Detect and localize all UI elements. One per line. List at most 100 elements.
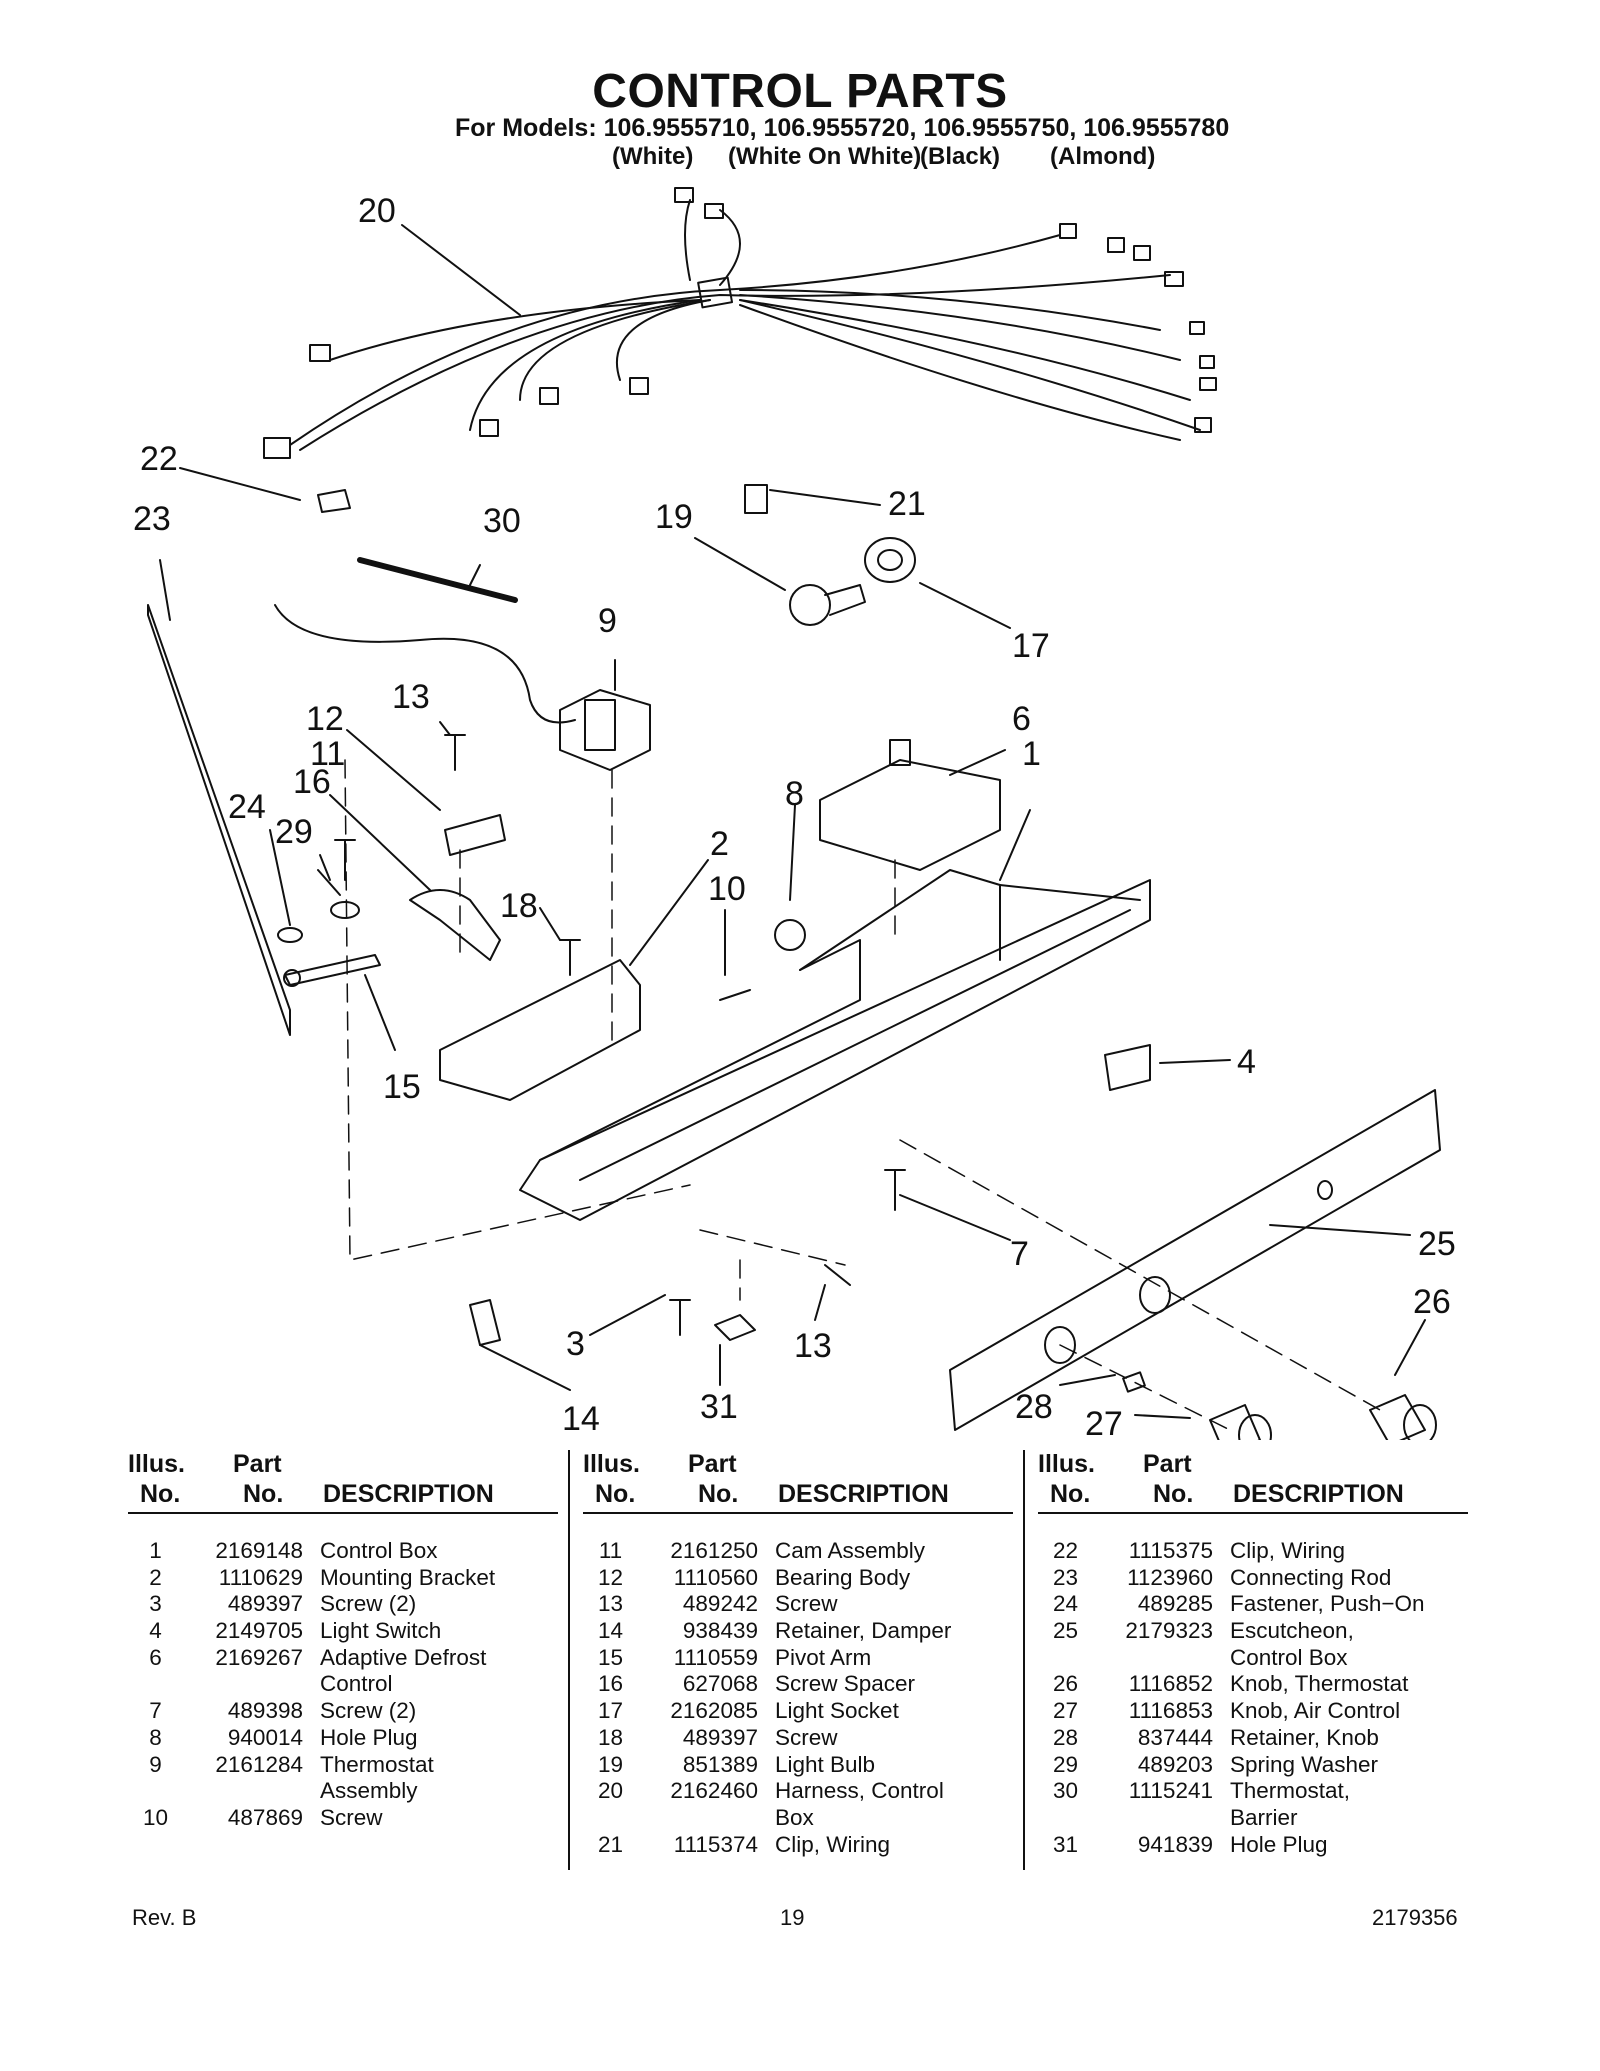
callout-22: 22 — [140, 440, 178, 478]
header-illus: Illus. — [1038, 1450, 1095, 1478]
header-illus-no: No. — [595, 1480, 636, 1508]
variant-white-on-white: (White On White) — [728, 143, 922, 170]
header-part: Part — [233, 1450, 282, 1478]
callout-24: 24 — [228, 788, 266, 826]
callout-numbers: 20 22 23 30 19 21 17 9 13 12 11 16 24 29… — [133, 192, 1456, 1440]
header-illus-no: No. — [1050, 1480, 1091, 1508]
table-header: Illus. No. Part No. DESCRIPTION — [1038, 1450, 1468, 1514]
callout-30: 30 — [483, 502, 521, 540]
callout-17: 17 — [1012, 627, 1050, 665]
callout-9: 9 — [598, 602, 617, 640]
table-row: Box — [775, 1804, 814, 1830]
document-number: 2179356 — [1372, 1905, 1458, 1930]
callout-25: 25 — [1418, 1225, 1456, 1263]
callout-23: 23 — [133, 500, 171, 538]
variant-black: (Black) — [920, 143, 1001, 170]
callout-7: 7 — [1010, 1235, 1029, 1273]
escutcheon-drawing — [949, 1089, 1441, 1431]
callout-13b: 13 — [794, 1327, 832, 1365]
connecting-rod-drawing — [147, 604, 291, 1036]
leader-arrows — [159, 224, 1426, 1419]
callout-15: 15 — [383, 1068, 421, 1106]
callout-8: 8 — [785, 775, 804, 813]
callout-28: 28 — [1015, 1388, 1053, 1426]
header-illus: Illus. — [583, 1450, 640, 1478]
header-illus-no: No. — [140, 1480, 181, 1508]
callout-14: 14 — [562, 1400, 600, 1438]
header-part: Part — [1143, 1450, 1192, 1478]
column-divider — [1023, 1450, 1025, 1870]
table-header: Illus. No. Part No. DESCRIPTION — [128, 1450, 558, 1514]
callout-16: 16 — [293, 763, 331, 801]
header-description: DESCRIPTION — [778, 1480, 949, 1508]
callout-20: 20 — [358, 192, 396, 230]
table-row: Barrier — [1230, 1804, 1298, 1830]
table-row: Assembly — [320, 1778, 418, 1804]
callout-1: 1 — [1022, 735, 1041, 773]
exploded-parts-diagram: 20 22 23 30 19 21 17 9 13 12 11 16 24 29… — [133, 187, 1456, 1440]
header-part: Part — [688, 1450, 737, 1478]
page-title: CONTROL PARTS — [592, 65, 1008, 118]
callout-31: 31 — [700, 1388, 738, 1426]
callout-3: 3 — [566, 1325, 585, 1363]
callout-4: 4 — [1237, 1043, 1256, 1081]
header-description: DESCRIPTION — [323, 1480, 494, 1508]
wiring-harness-drawing — [263, 187, 1217, 459]
callout-13: 13 — [392, 678, 430, 716]
variant-almond: (Almond) — [1050, 143, 1156, 170]
callout-19: 19 — [655, 498, 693, 536]
header-description: DESCRIPTION — [1233, 1480, 1404, 1508]
table-row: Control — [320, 1671, 393, 1697]
column-divider — [568, 1450, 570, 1870]
callout-18: 18 — [500, 887, 538, 925]
control-box-drawing — [519, 879, 1151, 1221]
callout-10: 10 — [708, 870, 746, 908]
models-subtitle: For Models: 106.9555710, 106.9555720, 10… — [455, 114, 1230, 142]
header-part-no: No. — [1153, 1480, 1194, 1508]
callout-29: 29 — [275, 813, 313, 851]
revision-label: Rev. B — [132, 1905, 197, 1930]
callout-6: 6 — [1012, 700, 1031, 738]
callout-26: 26 — [1413, 1283, 1451, 1321]
header-part-no: No. — [698, 1480, 739, 1508]
variant-white: (White) — [612, 143, 694, 170]
callout-27: 27 — [1085, 1405, 1123, 1440]
table-header: Illus. No. Part No. DESCRIPTION — [583, 1450, 1013, 1514]
callout-2: 2 — [710, 825, 729, 863]
callout-12: 12 — [306, 700, 344, 738]
callout-21: 21 — [888, 485, 926, 523]
table-row: Control Box — [1230, 1644, 1348, 1670]
callout-11: 11 — [310, 735, 345, 773]
